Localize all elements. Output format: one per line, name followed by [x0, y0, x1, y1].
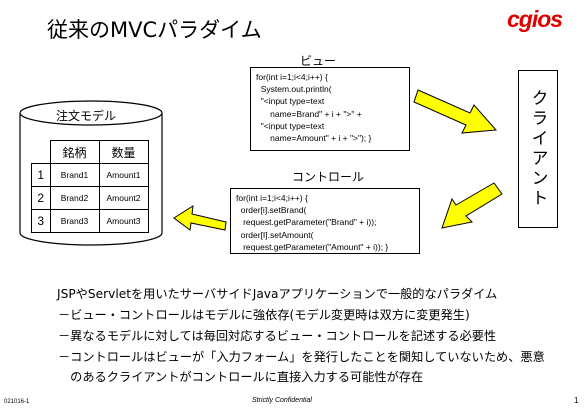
- controller-label: コントロール: [292, 170, 365, 184]
- company-logo: cgios: [507, 6, 563, 32]
- footer-page-number: 1: [574, 396, 579, 405]
- view-code-box: for(int i=1;i<4;i++) { System.out.printl…: [250, 67, 410, 151]
- arrow-client-to-controller: [441, 182, 503, 229]
- description-line-3: －異なるモデルに対しては毎回対応するビュー・コントロールを記述する必要性: [58, 329, 497, 343]
- client-box: クライアント: [518, 70, 558, 228]
- amount-cell: Amount2: [98, 186, 149, 210]
- description-line-1: JSPやServletを用いたサーバサイドJavaアプリケーションで一般的なパラ…: [57, 287, 498, 301]
- footer-confidential: Strictly Confidential: [252, 397, 312, 404]
- table-row: 1 Brand1 Amount1: [31, 163, 149, 187]
- footer-doc-id: 021016-1: [4, 399, 30, 405]
- amount-cell: Amount1: [98, 163, 149, 187]
- page-title: 従来のMVCパラダイム: [47, 18, 262, 42]
- arrow-controller-to-model: [173, 205, 227, 231]
- amount-cell: Amount3: [98, 209, 149, 233]
- controller-code-box: for(int i=1;i<4;i++) { order[i].setBrand…: [230, 188, 420, 254]
- arrow-view-to-client: [413, 89, 498, 134]
- brand-cell: Brand2: [49, 186, 100, 210]
- view-label: ビュー: [300, 54, 337, 68]
- row-number: 1: [31, 163, 51, 187]
- client-label: クライアント: [527, 89, 548, 209]
- description-line-2: －ビュー・コントロールはモデルに強依存(モデル変更時は双方に変更発生): [58, 308, 470, 322]
- header-brand: 銘柄: [49, 140, 100, 164]
- table-row: 3 Brand3 Amount3: [31, 209, 149, 233]
- model-table: 銘柄 数量 1 Brand1 Amount1 2 Brand2 Amount2 …: [31, 140, 149, 233]
- model-label: 注文モデル: [56, 109, 117, 123]
- brand-cell: Brand3: [49, 209, 100, 233]
- header-amount: 数量: [98, 140, 149, 164]
- description-line-4: －コントロールはビューが「入力フォーム」を発行したことを関知していないため、悪意: [58, 350, 545, 364]
- brand-cell: Brand1: [49, 163, 100, 187]
- table-header-row: 銘柄 数量: [31, 140, 149, 164]
- table-row: 2 Brand2 Amount2: [31, 186, 149, 210]
- row-number: 3: [31, 209, 51, 233]
- row-number: 2: [31, 186, 51, 210]
- description-line-5: のあるクライアントがコントロールに直接入力する可能性が存在: [58, 370, 424, 384]
